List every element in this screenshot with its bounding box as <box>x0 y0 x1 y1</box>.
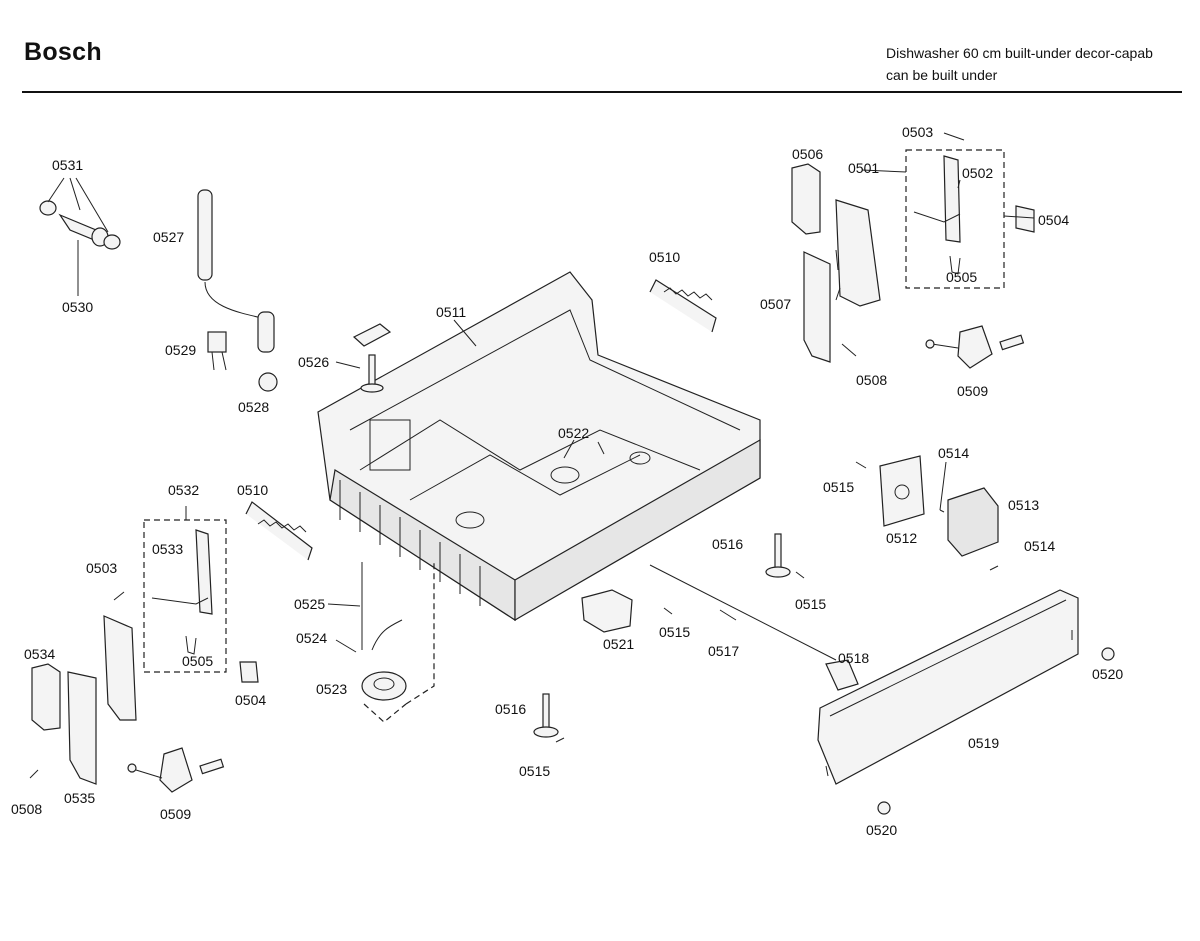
callout-0514-upper: 0514 <box>938 445 969 461</box>
screws-0516 <box>533 533 805 743</box>
screw-0526 <box>352 323 392 393</box>
callout-0530: 0530 <box>62 299 93 315</box>
callout-0515-a: 0515 <box>823 479 854 495</box>
callout-0529: 0529 <box>165 342 196 358</box>
callout-0507: 0507 <box>760 296 791 312</box>
callout-0512: 0512 <box>886 530 917 546</box>
callout-0509-lower: 0509 <box>160 806 191 822</box>
callout-0527: 0527 <box>153 229 184 245</box>
level-sensor-0523-0525 <box>361 560 435 723</box>
description-line-2: can be built under <box>886 67 998 83</box>
callout-0528: 0528 <box>238 399 269 415</box>
callout-0513: 0513 <box>1008 497 1039 513</box>
callout-0524: 0524 <box>296 630 327 646</box>
callout-0504-lower: 0504 <box>235 692 266 708</box>
coil-hose-0527 <box>197 189 278 392</box>
base-tub-0511 <box>317 271 761 622</box>
callout-0516-lower: 0516 <box>495 701 526 717</box>
callout-0504-upper: 0504 <box>1038 212 1069 228</box>
valve-0521 <box>581 589 673 633</box>
callout-0533: 0533 <box>152 541 183 557</box>
callout-0510-lower: 0510 <box>237 482 268 498</box>
callout-0525: 0525 <box>294 596 325 612</box>
callout-0523: 0523 <box>316 681 347 697</box>
callout-0508-lower: 0508 <box>11 801 42 817</box>
hinge-0509-lower <box>127 747 225 793</box>
model-description: Dishwasher 60 cm built-under decor-capab… <box>886 42 1153 86</box>
callout-0505-upper: 0505 <box>946 269 977 285</box>
callout-0516-upper: 0516 <box>712 536 743 552</box>
callout-0521: 0521 <box>603 636 634 652</box>
description-line-1: Dishwasher 60 cm built-under decor-capab <box>886 45 1153 61</box>
callout-labels: 0531 0530 0527 0529 0528 0526 0511 0510 … <box>11 124 1123 838</box>
callout-0517: 0517 <box>708 643 739 659</box>
callout-0515-c: 0515 <box>659 624 690 640</box>
callout-0519: 0519 <box>968 735 999 751</box>
callout-0522: 0522 <box>558 425 589 441</box>
callout-0534: 0534 <box>24 646 55 662</box>
callout-0515-b: 0515 <box>795 596 826 612</box>
bracket-group-0532 <box>113 506 259 683</box>
callout-0506: 0506 <box>792 146 823 162</box>
leader-lines <box>327 169 1035 653</box>
bracket-assembly-0506-0507 <box>791 132 1035 363</box>
callout-0509-upper: 0509 <box>957 383 988 399</box>
header-divider <box>22 91 1182 93</box>
callout-0503-upper: 0503 <box>902 124 933 140</box>
switch-box-0512-0513 <box>855 455 999 571</box>
hinge-0509-upper <box>925 325 1025 369</box>
spring-0510-upper <box>649 279 717 333</box>
rod-0517 <box>649 564 859 691</box>
callout-0535: 0535 <box>64 790 95 806</box>
spring-0510-lower <box>245 501 313 561</box>
brand-logo-text: Bosch <box>24 38 102 66</box>
callout-0514-lower: 0514 <box>1024 538 1055 554</box>
callout-0503-lower: 0503 <box>86 560 117 576</box>
callout-0531: 0531 <box>52 157 83 173</box>
callout-0518: 0518 <box>838 650 869 666</box>
front-panel-0519 <box>817 589 1115 815</box>
callout-0520-bottom: 0520 <box>866 822 897 838</box>
callout-0532: 0532 <box>168 482 199 498</box>
callout-0501: 0501 <box>848 160 879 176</box>
hose-0530-with-clamps-0531 <box>39 177 121 296</box>
callout-0526: 0526 <box>298 354 329 370</box>
callout-0502: 0502 <box>962 165 993 181</box>
callout-0520-right: 0520 <box>1092 666 1123 682</box>
callout-0508-upper: 0508 <box>856 372 887 388</box>
callout-0511: 0511 <box>436 304 466 320</box>
callout-0510-upper: 0510 <box>649 249 680 265</box>
callout-0505-lower: 0505 <box>182 653 213 669</box>
bracket-0534-0535 <box>29 615 137 785</box>
callout-0515-d: 0515 <box>519 763 550 779</box>
